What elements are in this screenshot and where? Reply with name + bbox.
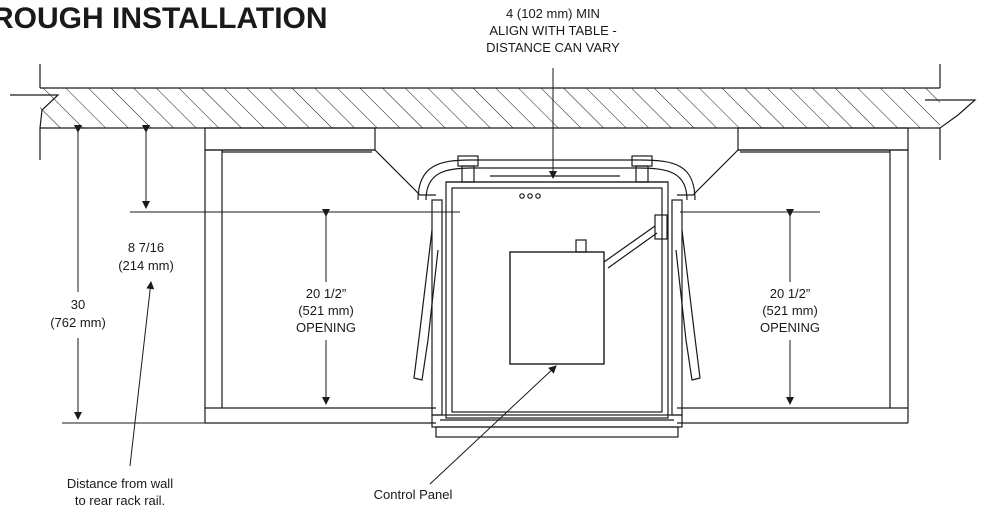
labels: 4 (102 mm) MIN ALIGN WITH TABLE - DISTAN…	[50, 6, 820, 508]
rack-callout-line2: to rear rack rail.	[75, 493, 165, 508]
top-note-line3: DISTANCE CAN VARY	[486, 40, 620, 55]
opening-left-line2: (521 mm)	[298, 303, 354, 318]
top-note-line2: ALIGN WITH TABLE -	[489, 23, 616, 38]
rack-callout-line1: Distance from wall	[67, 476, 173, 491]
opening-right-line1: 20 1/2”	[770, 286, 810, 301]
diagram-title: ROUGH INSTALLATION	[0, 2, 328, 35]
opening-left-line3: OPENING	[296, 320, 356, 335]
machine-body	[413, 155, 701, 438]
height-dim-line1: 30	[71, 297, 85, 312]
right-table	[677, 127, 909, 424]
height-dim-line2: (762 mm)	[50, 315, 106, 330]
control-panel-box	[509, 239, 605, 365]
opening-right-line2: (521 mm)	[762, 303, 818, 318]
rack-dim-line1: 8 7/16	[128, 240, 164, 255]
opening-right-line3: OPENING	[760, 320, 820, 335]
top-note-line1: 4 (102 mm) MIN	[506, 6, 600, 21]
control-panel-callout: Control Panel	[374, 487, 453, 502]
rack-dim-line2: (214 mm)	[118, 258, 174, 273]
left-table	[204, 127, 436, 424]
wall	[10, 64, 977, 160]
dimension-lines	[62, 68, 820, 485]
opening-left-line1: 20 1/2”	[306, 286, 346, 301]
